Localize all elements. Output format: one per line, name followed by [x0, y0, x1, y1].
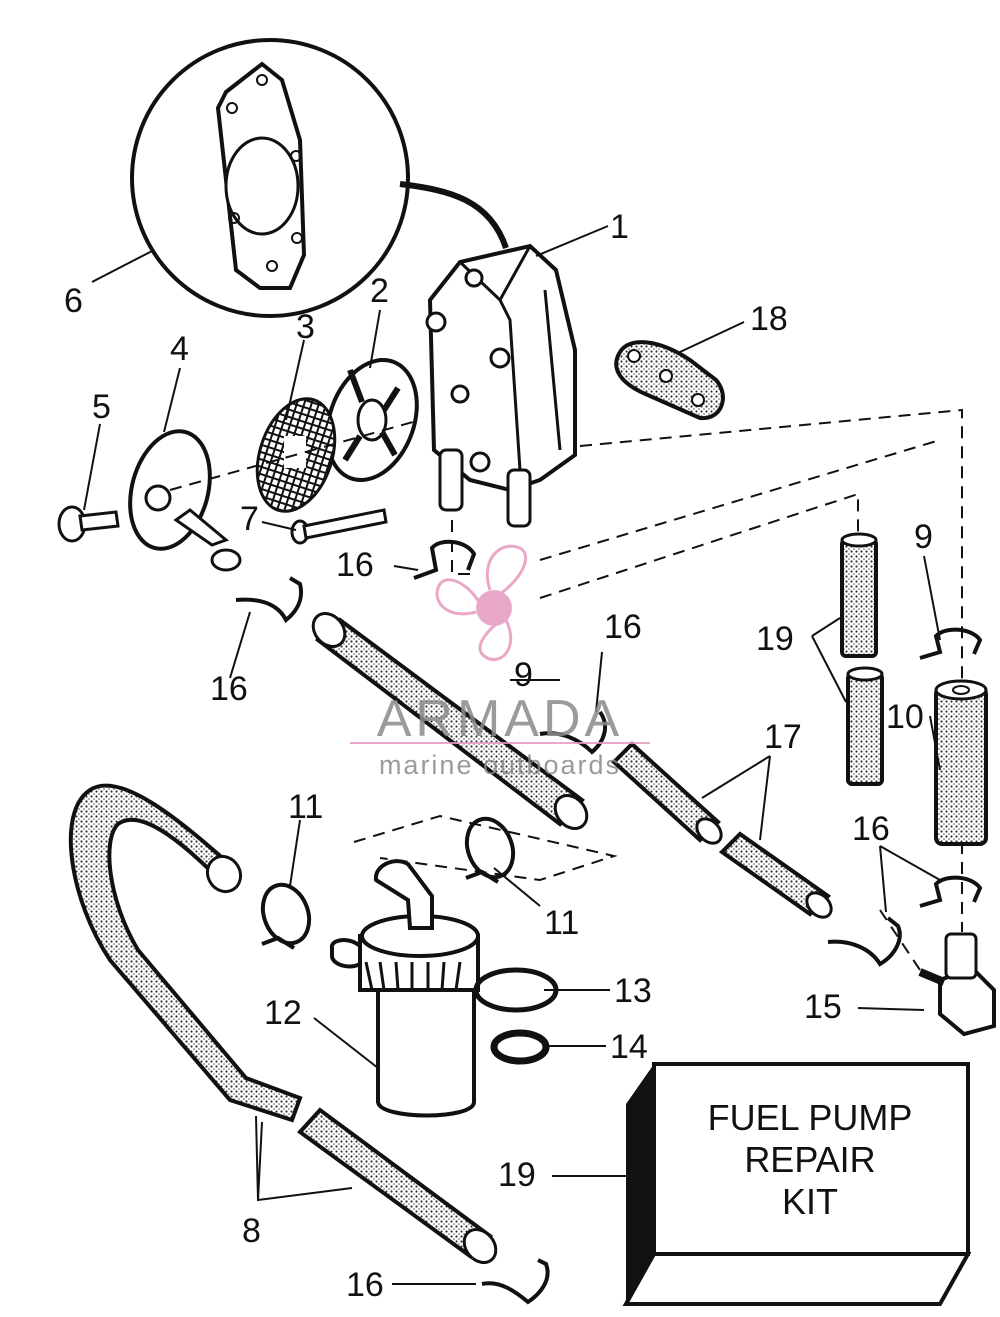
watermark-underline [350, 742, 650, 744]
callout-2: 2 [370, 272, 389, 310]
callout-19-kit: 19 [498, 1156, 536, 1194]
callout-leaders [83, 225, 941, 1285]
callout-numbers: 1 2 3 4 5 6 7 16 16 18 9 9 19 10 16 17 1… [64, 208, 933, 1304]
callout-12: 12 [264, 994, 302, 1032]
clip-16-top [413, 539, 477, 580]
fuel-hose-9 [311, 612, 589, 830]
clip-16-bottom [481, 1258, 550, 1305]
callout-16-mid: 16 [604, 608, 642, 646]
callout-15: 15 [804, 988, 842, 1026]
callout-7: 7 [240, 500, 259, 538]
gasket-detail-circle [130, 38, 509, 318]
kit-label-line3: KIT [782, 1181, 838, 1222]
callout-9-clip: 9 [914, 518, 933, 556]
hose-clamp-11-left [260, 882, 312, 950]
elbow-fitting-15 [918, 932, 996, 1037]
long-screw [290, 508, 388, 545]
armada-watermark: ARMADA marine outboards [350, 544, 650, 780]
clip-16-elbow [827, 916, 902, 967]
fuel-pump-body [425, 243, 577, 528]
fuel-filter-bowl-12 [329, 859, 480, 1118]
hose-19-bottom [846, 666, 884, 786]
pump-gasket-plate [614, 340, 725, 421]
filter-element-10 [934, 679, 988, 846]
clip-9-right [919, 627, 983, 660]
cover-screw [57, 505, 120, 543]
callout-16-right: 16 [852, 810, 890, 848]
callout-16-left: 16 [210, 670, 248, 708]
callout-11-left: 11 [288, 788, 323, 826]
callout-9-hose: 9 [514, 656, 533, 694]
propeller-logo-icon [435, 544, 527, 662]
watermark-brand: ARMADA [377, 690, 623, 748]
callout-1: 1 [610, 208, 629, 246]
pump-cover [128, 429, 242, 572]
o-ring-14 [490, 1029, 550, 1065]
callout-16-top: 16 [336, 546, 374, 584]
check-valve-plate [325, 357, 419, 483]
callout-4: 4 [170, 330, 189, 368]
clip-16-left [235, 576, 303, 624]
callout-17: 17 [764, 718, 802, 756]
callout-6: 6 [64, 282, 83, 320]
callout-11-right: 11 [544, 904, 579, 942]
callout-16-bottom: 16 [346, 1266, 384, 1304]
repair-kit-box: FUEL PUMP REPAIR KIT [622, 1062, 972, 1306]
callout-14: 14 [610, 1028, 648, 1066]
kit-label-line1: FUEL PUMP [708, 1097, 913, 1138]
callout-10: 10 [886, 698, 924, 736]
clip-16-right [919, 875, 983, 908]
watermark-tagline: marine outboards [379, 750, 621, 780]
fuel-hose-8 [68, 783, 498, 1264]
fuel-hose-17a [611, 741, 723, 845]
fuel-hose-17b [718, 831, 833, 919]
callout-19-hoses: 19 [756, 620, 794, 658]
callout-3: 3 [296, 308, 315, 346]
kit-label-line2: REPAIR [744, 1139, 875, 1180]
callout-13: 13 [614, 972, 652, 1010]
hose-clamp-11-right [464, 816, 516, 884]
clip-16-mid [539, 710, 608, 755]
callout-5: 5 [92, 388, 111, 426]
callout-18: 18 [750, 300, 788, 338]
callout-8: 8 [242, 1212, 261, 1250]
hose-19-top [840, 532, 878, 658]
